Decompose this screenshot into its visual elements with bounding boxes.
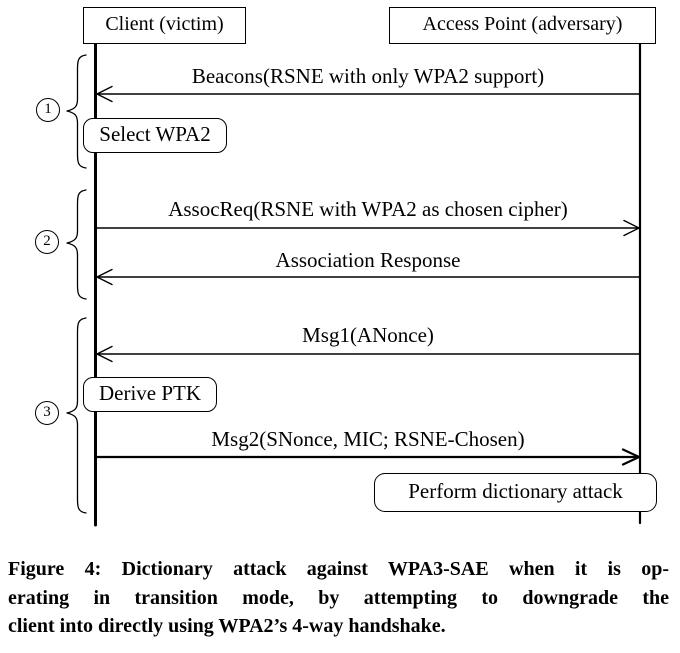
note-select-wpa2: Select WPA2	[83, 118, 227, 153]
actor-client: Client (victim)	[83, 7, 246, 44]
caption-line-2: erating in transition mode, by attemptin…	[8, 586, 669, 609]
message-msg2-label: Msg2(SNonce, MIC; RSNE-Chosen)	[211, 427, 525, 451]
phase-2-badge: 2	[35, 230, 59, 254]
arrow-beacons	[96, 85, 641, 103]
arrow-association-response	[96, 268, 641, 286]
figure-caption: Figure 4: Dictionary attack against WPA3…	[8, 555, 669, 641]
caption-line-3: client into directly using WPA2’s 4-way …	[8, 615, 446, 637]
note-derive-ptk: Derive PTK	[83, 377, 217, 412]
message-msg1-label: Msg1(ANonce)	[302, 323, 434, 347]
arrow-assocreq	[95, 219, 640, 237]
brace-phase-1	[66, 54, 87, 169]
message-association-response-label: Association Response	[275, 248, 461, 272]
note-perform-dictionary-attack: Perform dictionary attack	[374, 473, 657, 512]
brace-phase-2	[66, 189, 87, 300]
actor-access-point: Access Point (adversary)	[389, 7, 656, 44]
message-beacons-label: Beacons(RSNE with only WPA2 support)	[191, 64, 545, 88]
arrow-msg1	[96, 345, 641, 363]
caption-line-1: Figure 4: Dictionary attack against WPA3…	[8, 558, 669, 580]
arrow-msg2	[94, 448, 641, 466]
brace-phase-3	[66, 317, 87, 514]
phase-3-badge: 3	[35, 401, 59, 425]
phase-1-badge: 1	[36, 98, 60, 122]
message-assocreq-label: AssocReq(RSNE with WPA2 as chosen cipher…	[168, 197, 568, 221]
diagram-linework	[66, 42, 642, 527]
sequence-diagram: Client (victim) Access Point (adversary)…	[35, 7, 657, 527]
